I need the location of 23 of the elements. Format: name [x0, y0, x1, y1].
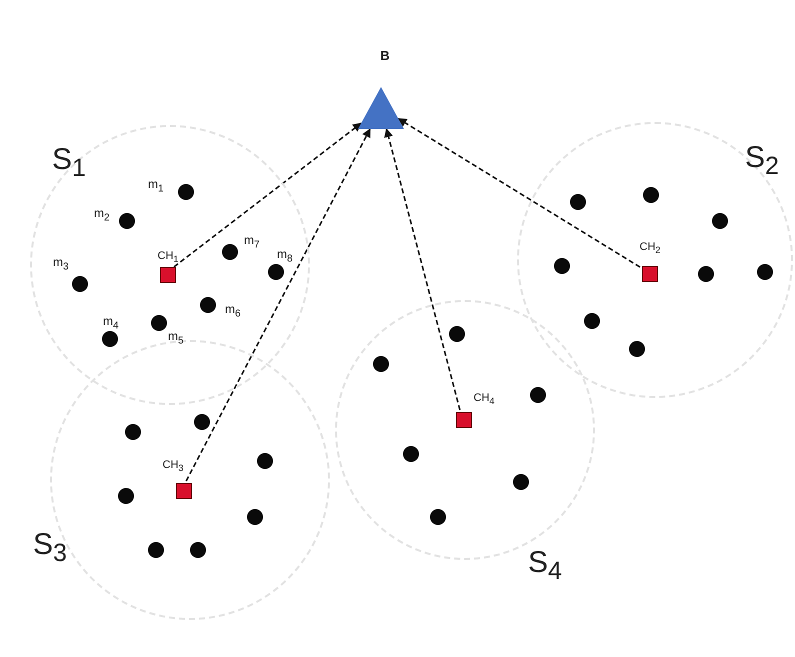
dashed-arrow	[174, 122, 362, 268]
dashed-arrow	[384, 128, 461, 410]
member-label: m$_{8}$	[277, 248, 293, 264]
cluster-label: S$_{2}$	[745, 143, 779, 179]
member-label: m$_{1}$	[148, 178, 164, 194]
cluster-head-label: CH$_{2}$	[640, 242, 660, 256]
member-label: m$_{7}$	[244, 234, 260, 250]
cluster-boundary	[30, 125, 310, 405]
cluster-label: S$_{4}$	[528, 548, 562, 584]
member-label: m$_{4}$	[103, 315, 119, 332]
cluster-head-label: CH$_{1}$	[158, 251, 178, 264]
cluster-label: S$_{3}$	[33, 530, 67, 566]
member-label: m$_{3}$	[53, 256, 69, 272]
member-label: m$_{2}$	[94, 207, 110, 224]
member-label: m$_{6}$	[225, 303, 241, 320]
cluster-boundary	[517, 122, 793, 398]
dashed-arrow	[398, 118, 640, 268]
dashed-arrow	[185, 128, 371, 482]
member-label: m$_{5}$	[168, 330, 184, 346]
cluster-label: S$_{1}$	[52, 145, 86, 181]
cluster-head-label: CH$_{3}$	[162, 460, 184, 474]
base-station-label: B	[380, 49, 390, 62]
cluster-head-label: CH$_{4}$	[474, 393, 494, 406]
